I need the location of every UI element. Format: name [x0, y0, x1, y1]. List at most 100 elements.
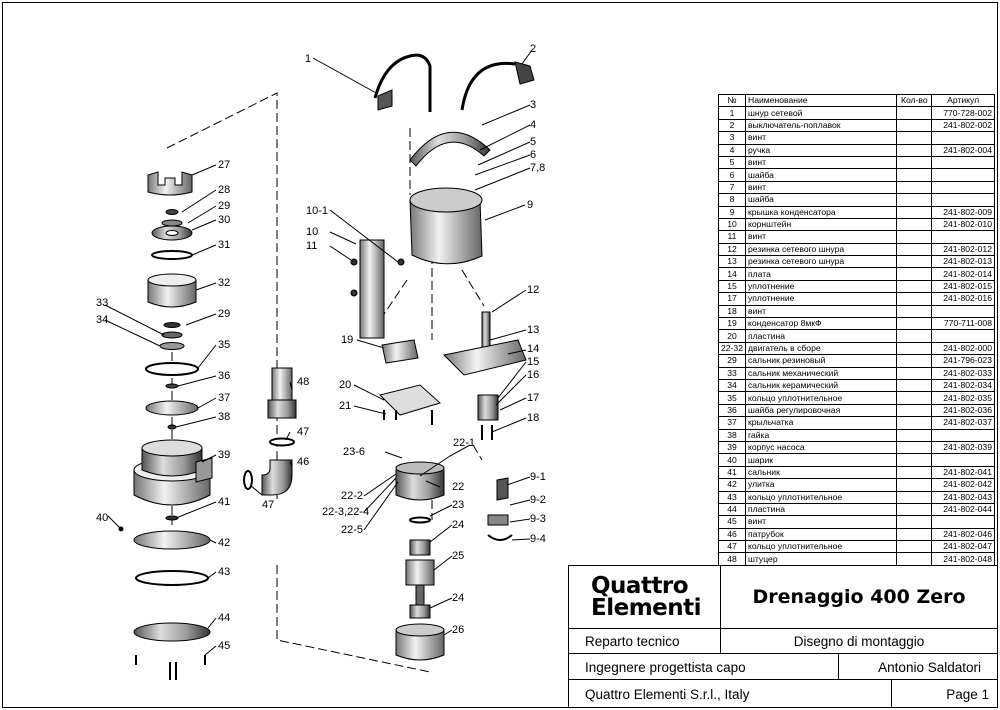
callout-40: 40: [96, 512, 108, 524]
part-number: 1: [718, 106, 746, 120]
engineer-role: Ingegnere progettista capo: [569, 654, 839, 680]
part-number: 48: [718, 552, 746, 566]
callout-35: 35: [218, 339, 230, 351]
part-name: шайба регулировочная: [744, 403, 898, 418]
callout-24-upper: 24: [452, 519, 464, 531]
part-number: 7: [718, 180, 746, 195]
part-quantity: [896, 490, 933, 504]
callout-22-3-22-4: 22-3,22-4: [322, 506, 369, 518]
logo-line-1: Quattro: [591, 573, 689, 599]
part-article: 241-802-000: [931, 341, 995, 356]
part-quantity: [896, 255, 933, 269]
callout-15: 15: [527, 356, 539, 368]
callout-21: 21: [339, 400, 351, 412]
callout-9-3: 9-3: [530, 513, 546, 525]
title-block: Quattro Elementi Drenaggio 400 Zero Repa…: [568, 565, 998, 708]
part-number: 6: [718, 168, 746, 182]
pump-body-parts: [118, 171, 213, 680]
part-number: 34: [718, 378, 746, 393]
callout-46: 46: [297, 456, 309, 468]
part-quantity: [896, 180, 933, 195]
part-name: кольцо уплотнительное: [744, 490, 898, 504]
part-number: 47: [718, 540, 746, 554]
part-quantity: [896, 304, 933, 319]
drawing-type: Disegno di montaggio: [793, 634, 925, 649]
part-article: [931, 155, 995, 170]
part-name: сальник: [744, 465, 898, 480]
callout-37: 37: [218, 392, 230, 404]
part-name: сальник резиновый: [744, 354, 898, 368]
callout-38: 38: [218, 411, 230, 423]
part-name: патрубок: [744, 527, 898, 542]
callout-47-lower: 47: [262, 499, 274, 511]
part-number: 4: [718, 143, 746, 157]
part-number: 35: [718, 391, 746, 405]
part-article: 241-802-012: [931, 242, 995, 257]
callout-leaders: [104, 49, 533, 656]
part-number: 12: [718, 242, 746, 257]
callout-29-lower: 29: [218, 308, 230, 320]
part-quantity: [896, 403, 933, 418]
callout-10: 10: [306, 226, 318, 238]
callout-43: 43: [218, 566, 230, 578]
part-article: [931, 230, 995, 244]
part-number: 33: [718, 366, 746, 381]
part-quantity: [896, 143, 933, 157]
part-name: улитка: [744, 478, 898, 492]
callout-33: 33: [96, 297, 108, 309]
part-article: 241-802-047: [931, 540, 995, 554]
part-article: [931, 131, 995, 145]
part-quantity: [896, 242, 933, 257]
part-number: 3: [718, 131, 746, 145]
part-quantity: [896, 168, 933, 182]
part-name: винт: [744, 230, 898, 244]
part-name: сальник механический: [744, 366, 898, 381]
part-number: 39: [718, 440, 746, 455]
header-quantity: Кол-во: [896, 93, 933, 108]
part-name: корнштейн: [744, 217, 898, 232]
company-logo: Quattro Elementi: [569, 566, 721, 628]
title-row-company: Quattro Elementi S.r.l., Italy Page 1: [569, 679, 997, 708]
part-article: 241-802-009: [931, 205, 995, 219]
part-number: 29: [718, 354, 746, 368]
page-number: Page 1: [946, 686, 989, 702]
callout-22: 22: [452, 481, 464, 493]
part-article: 241-802-035: [931, 391, 995, 405]
part-quantity: [896, 106, 933, 120]
part-quantity: [896, 329, 933, 343]
part-number: 11: [718, 230, 746, 244]
callout-48: 48: [297, 376, 309, 388]
part-article: 241-802-010: [931, 217, 995, 232]
part-quantity: [896, 292, 933, 306]
part-name: двигатель в сборе: [744, 341, 898, 356]
part-name: уплотнение: [744, 292, 898, 306]
part-name: пластина: [744, 502, 898, 517]
part-quantity: [896, 453, 933, 467]
part-name: шнур сетевой: [744, 106, 898, 120]
part-quantity: [896, 515, 933, 529]
motor-and-housing-parts: [350, 53, 535, 661]
callout-22-2: 22-2: [341, 490, 363, 502]
part-quantity: [896, 440, 933, 455]
part-name: кольцо уплотнительное: [744, 391, 898, 405]
callout-26: 26: [452, 624, 464, 636]
part-number: 45: [718, 515, 746, 529]
